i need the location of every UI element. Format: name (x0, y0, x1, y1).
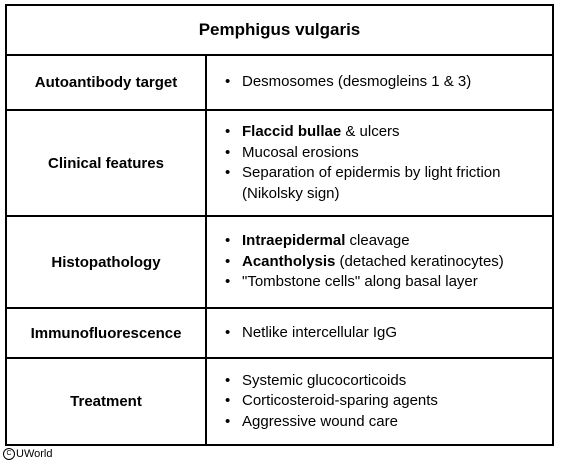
bullet-list: Systemic glucocorticoidsCorticosteroid-s… (207, 371, 438, 433)
bullet-text: "Tombstone cells" along basal layer (242, 273, 478, 291)
row-content-immunofluorescence: Netlike intercellular IgG (207, 309, 552, 357)
copyright-text: UWorld (16, 448, 53, 460)
bullet-item: Separation of epidermis by light frictio… (225, 163, 552, 204)
row-content-histopathology: Intraepidermal cleavageAcantholysis (det… (207, 217, 552, 307)
bullet-item: Intraepidermal cleavage (225, 231, 504, 252)
bullet-list: Flaccid bullae & ulcersMucosal erosionsS… (207, 122, 552, 204)
bullet-text: (detached keratinocytes) (335, 252, 504, 270)
bullet-text: cleavage (345, 232, 410, 250)
bold-term: Flaccid bullae (242, 123, 342, 140)
bullet-item: Mucosal erosions (225, 143, 552, 164)
row-content-clinical-features: Flaccid bullae & ulcersMucosal erosionsS… (207, 111, 552, 215)
bullet-item: Corticosteroid-sparing agents (225, 391, 438, 412)
bullet-item: Aggressive wound care (225, 412, 438, 433)
row-label-histopathology: Histopathology (51, 253, 161, 271)
row-label-autoantibody-target: Autoantibody target (34, 74, 178, 91)
row-content-autoantibody-target: Desmosomes (desmogleins 1 & 3) (207, 56, 552, 109)
bullet-text: & ulcers (341, 123, 400, 140)
bold-term: Intraepidermal (242, 232, 346, 250)
column-divider (205, 56, 207, 444)
bullet-item: Netlike intercellular IgG (225, 323, 397, 344)
bullet-text: Separation of epidermis by light frictio… (242, 164, 501, 202)
row-divider (7, 307, 552, 309)
bullet-item: Systemic glucocorticoids (225, 371, 438, 392)
bullet-text: Desmosomes (desmogleins 1 & 3) (242, 73, 472, 91)
bold-term: Acantholysis (242, 252, 336, 270)
bullet-list: Netlike intercellular IgG (207, 323, 397, 344)
bullet-item: Acantholysis (detached keratinocytes) (225, 252, 504, 273)
bullet-text: Netlike intercellular IgG (242, 323, 398, 341)
copyright-icon: C (3, 448, 15, 460)
row-divider (7, 109, 552, 111)
bullet-list: Desmosomes (desmogleins 1 & 3) (207, 72, 471, 93)
row-label-immunofluorescence: Immunofluorescence (30, 324, 182, 342)
row-label-clinical-features: Clinical features (48, 154, 164, 172)
bullet-item: "Tombstone cells" along basal layer (225, 272, 504, 293)
row-label-treatment: Treatment (70, 393, 142, 410)
table-title: Pemphigus vulgaris (7, 6, 552, 56)
bullet-text: Aggressive wound care (242, 412, 398, 430)
bullet-item: Flaccid bullae & ulcers (225, 122, 552, 143)
row-divider (7, 215, 552, 217)
pemphigus-table: Pemphigus vulgaris Autoantibody target D… (5, 4, 554, 446)
row-content-treatment: Systemic glucocorticoidsCorticosteroid-s… (207, 359, 552, 444)
bullet-text: Systemic glucocorticoids (242, 371, 407, 389)
bullet-item: Desmosomes (desmogleins 1 & 3) (225, 72, 471, 93)
bullet-text: Corticosteroid-sparing agents (242, 392, 438, 410)
bullet-text: Mucosal erosions (242, 143, 359, 161)
row-divider (7, 357, 552, 359)
bullet-list: Intraepidermal cleavageAcantholysis (det… (207, 231, 504, 293)
copyright-notice: C UWorld (3, 448, 52, 460)
